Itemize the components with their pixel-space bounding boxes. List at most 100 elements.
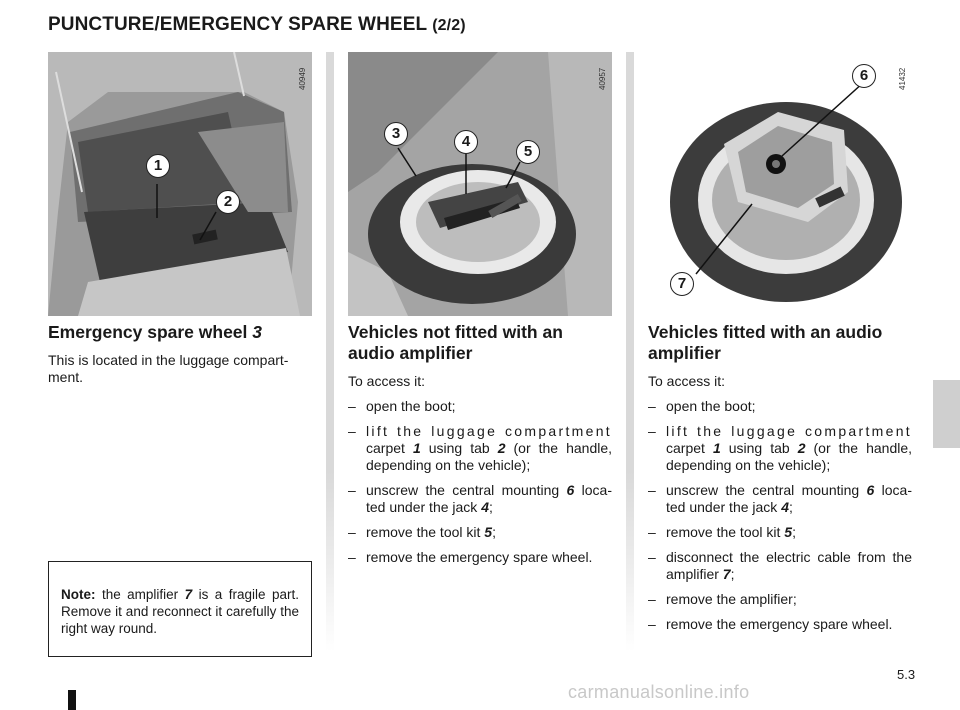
figure-spare-wheel-amplifier: 6 7 41432 <box>648 52 912 316</box>
callout-2: 2 <box>216 190 240 214</box>
dash: – <box>648 398 656 414</box>
step-text: ; <box>792 524 796 540</box>
figure-reference-code: 41432 <box>898 67 907 90</box>
step-text: loca- ted under the jack <box>666 482 912 515</box>
step-text: ; <box>730 566 735 582</box>
title-part: (2/2) <box>432 17 466 34</box>
callout-1: 1 <box>146 154 170 178</box>
step-5: –disconnect the electric cable from the … <box>648 549 912 583</box>
step-text-lead: lift the luggage compartment <box>666 423 912 439</box>
watermark: carmanualsonline.info <box>568 682 750 702</box>
step-3: –unscrew the central mounting 6 loca- te… <box>348 482 612 516</box>
step-text: ; <box>488 499 493 515</box>
heading-line-2: amplifier <box>648 343 721 363</box>
step-text: (or the handle, depending on the vehicle… <box>666 440 913 473</box>
step-text: loca- ted under the jack <box>366 482 612 515</box>
note-text-b: is a fragile part. Remove it and reconne… <box>61 587 299 636</box>
step-text: remove the tool kit <box>366 524 481 540</box>
heading-line-1: Vehicles not fitted with an <box>348 322 563 342</box>
step-5: –remove the emergency spare wheel. <box>348 549 612 566</box>
title-main: PUNCTURE/EMERGENCY SPARE WHEEL <box>48 14 427 35</box>
dash: – <box>348 398 356 414</box>
ref-number: 2 <box>497 440 506 456</box>
dash: – <box>348 524 356 540</box>
callout-5: 5 <box>516 140 540 164</box>
intro-text: To access it: <box>648 373 726 389</box>
note-label: Note: <box>61 587 96 602</box>
dash: – <box>348 482 356 498</box>
step-text: unscrew the central mounting <box>666 482 860 498</box>
steps-list: –open the boot; –lift the luggage compar… <box>648 398 912 633</box>
corner-mark <box>68 690 76 710</box>
step-text: remove the tool kit <box>666 524 781 540</box>
luggage-compartment-illustration <box>48 51 312 316</box>
step-text: open the boot; <box>366 398 456 414</box>
ref-number: 5 <box>784 524 793 540</box>
ref-number: 6 <box>866 482 875 498</box>
column-without-amplifier: Vehicles not fitted with an audio amplif… <box>348 322 612 574</box>
ref-number: 4 <box>781 499 789 515</box>
column-with-amplifier: Vehicles fitted with an audio amplifier … <box>648 322 912 641</box>
dash: – <box>648 524 656 540</box>
note-ref: 7 <box>184 587 193 602</box>
note-text-a: the amplifier <box>101 587 179 602</box>
heading-line-2: audio amplifier <box>348 343 473 363</box>
section-heading: Vehicles fitted with an audio amplifier <box>648 322 912 364</box>
steps-list: –open the boot; –lift the luggage compar… <box>348 398 612 566</box>
step-1: –open the boot; <box>648 398 912 415</box>
heading-text: Emergency spare wheel <box>48 322 248 342</box>
step-text: carpet <box>366 440 405 456</box>
figure-reference-code: 40957 <box>598 67 607 90</box>
dash: – <box>348 549 356 565</box>
page-number: 5.3 <box>897 667 916 682</box>
step-text-lead: lift the luggage compartment <box>366 423 612 439</box>
step-text: open the boot; <box>666 398 756 414</box>
spare-wheel-amplifier-illustration <box>670 81 902 302</box>
step-1: –open the boot; <box>348 398 612 415</box>
section-heading: Vehicles not fitted with an audio amplif… <box>348 322 612 364</box>
step-text: ; <box>788 499 793 515</box>
step-text: ; <box>492 524 496 540</box>
chapter-tab <box>933 380 960 448</box>
dash: – <box>648 616 656 632</box>
heading-line-1: Vehicles fitted with an audio <box>648 322 883 342</box>
dash: – <box>648 423 656 439</box>
figure-reference-code: 40949 <box>298 67 307 90</box>
step-3: –unscrew the central mounting 6 loca- te… <box>648 482 912 516</box>
intro-text: To access it: <box>348 373 426 389</box>
step-text: using tab <box>728 440 790 456</box>
callout-4: 4 <box>454 130 478 154</box>
step-text: (or the handle, depending on the vehicle… <box>366 440 613 473</box>
location-text-line-1: This is located in the luggage compart- <box>48 352 289 368</box>
dash: – <box>648 482 656 498</box>
dash: – <box>348 423 356 439</box>
ref-number: 7 <box>722 566 731 582</box>
column-emergency-spare-wheel: Emergency spare wheel 3 This is located … <box>48 322 312 394</box>
step-text: remove the emergency spare wheel. <box>666 616 893 632</box>
note-box: Note: the amplifier 7 is a fragile part.… <box>48 561 312 657</box>
ref-number: 1 <box>712 440 721 456</box>
dash: – <box>648 591 656 607</box>
step-text: remove the amplifier; <box>666 591 797 607</box>
figure-spare-wheel-jack: 3 4 5 40957 <box>348 52 612 316</box>
page-title: PUNCTURE/EMERGENCY SPARE WHEEL (2/2) <box>48 14 466 36</box>
step-4: –remove the tool kit 5; <box>348 524 612 541</box>
spare-wheel-illustration <box>348 52 612 316</box>
step-text: disconnect the electric cable from the a… <box>666 549 912 582</box>
step-text: carpet <box>666 440 705 456</box>
ref-number: 5 <box>484 524 493 540</box>
step-6: –remove the amplifier; <box>648 591 912 608</box>
step-text: remove the emergency spare wheel. <box>366 549 593 565</box>
dash: – <box>648 549 656 565</box>
callout-6: 6 <box>852 64 876 88</box>
step-text: unscrew the central mounting <box>366 482 560 498</box>
step-text: using tab <box>428 440 490 456</box>
heading-ref-number: 3 <box>252 322 263 342</box>
step-2: –lift the luggage compartment carpet 1 u… <box>648 423 912 474</box>
section-heading: Emergency spare wheel 3 <box>48 322 312 343</box>
figure-luggage-compartment: 1 2 40949 <box>48 51 312 316</box>
column-divider-left <box>326 52 334 652</box>
step-4: –remove the tool kit 5; <box>648 524 912 541</box>
location-text: This is located in the luggage compart- … <box>48 352 312 386</box>
column-divider-right <box>626 52 634 652</box>
